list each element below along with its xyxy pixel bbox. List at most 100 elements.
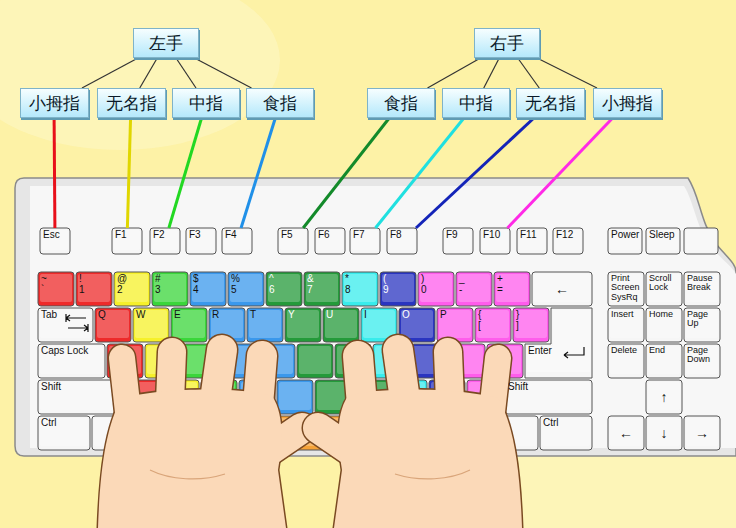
finger-leader-line [375, 118, 463, 228]
key-top [527, 310, 590, 372]
finger-leader-line [127, 118, 130, 228]
key: T [247, 308, 283, 342]
key-label: E [174, 310, 204, 321]
key-label: ~ [41, 274, 71, 285]
key: F10 [480, 228, 510, 254]
finger-box: 小拇指 [20, 88, 89, 118]
hand [98, 350, 302, 528]
key-top [477, 310, 509, 338]
key-label: Print Screen SysRq [611, 274, 641, 302]
key: Print Screen SysRq [608, 272, 644, 306]
key-shape [95, 308, 131, 342]
key-shape [505, 380, 592, 414]
key-face [608, 228, 642, 254]
key-label: { [478, 310, 508, 321]
key-shape [38, 308, 93, 342]
key-face [532, 272, 592, 306]
key-shape [222, 228, 252, 254]
key-shape [608, 344, 644, 378]
key-label: Y [288, 310, 318, 321]
key-label: _ [459, 274, 489, 285]
key: Ctrl [38, 416, 90, 450]
key-shape [475, 308, 511, 342]
key-face [684, 272, 720, 306]
key-label: P [440, 310, 470, 321]
key-label: F2 [153, 230, 177, 241]
key-label: Ctrl [41, 418, 87, 429]
key-face [684, 308, 720, 342]
key-label: Insert [611, 310, 641, 319]
finger-leader-line [241, 118, 275, 228]
key-label: @ [117, 274, 147, 285]
key-face [76, 272, 112, 306]
key-shape [304, 272, 340, 306]
key: Scroll Lock [646, 272, 682, 306]
key-label: Page Up [687, 310, 717, 329]
key-top [154, 274, 186, 302]
key-face [315, 228, 345, 254]
key: Enter [525, 344, 592, 378]
finger-leader-line [169, 118, 202, 228]
key-face [418, 272, 454, 306]
key-face [646, 380, 682, 414]
tree-line [518, 58, 540, 88]
key-shape [525, 308, 592, 378]
key-face [437, 308, 473, 342]
key-top [648, 274, 680, 302]
key-label: I [364, 310, 394, 321]
key-shape [76, 272, 112, 306]
key-shape [350, 228, 380, 254]
key-face [443, 228, 473, 254]
key: %5 [228, 272, 264, 306]
key-shape [456, 272, 492, 306]
key-top [40, 310, 91, 338]
key-label: Delete [611, 346, 641, 355]
key-shape [342, 272, 378, 306]
key-shape [494, 272, 530, 306]
key-shape [114, 272, 150, 306]
key-label: 9 [383, 285, 413, 296]
key: += [494, 272, 530, 306]
key: F9 [443, 228, 473, 254]
box-label: 无名指 [106, 89, 157, 117]
palm-outline [334, 389, 522, 528]
key-shape [480, 228, 510, 254]
finger-leader-line [507, 118, 612, 228]
key-shape [608, 416, 644, 450]
key-shape [646, 380, 682, 414]
key: Q [95, 308, 131, 342]
finger-box: 无名指 [97, 88, 166, 118]
key: Pause Break [684, 272, 720, 306]
key-shape [646, 272, 682, 306]
key-label: 1 [79, 285, 109, 296]
key-face [475, 308, 511, 342]
key-face [285, 308, 321, 342]
key-face [38, 416, 90, 450]
key-top [40, 274, 72, 302]
key-face [133, 308, 169, 342]
key-top [114, 230, 140, 250]
key: ↑ [646, 380, 682, 414]
key-shape [190, 272, 226, 306]
key-label: Home [649, 310, 679, 319]
key: #3 [152, 272, 188, 306]
key-top [610, 346, 642, 374]
key-label: ← [555, 282, 569, 297]
key: F2 [150, 228, 180, 254]
key-top [686, 274, 718, 302]
key-shape [112, 228, 142, 254]
key-top [287, 310, 319, 338]
key-face [171, 308, 207, 342]
key: Ctrl [540, 416, 592, 450]
key-face [684, 416, 720, 450]
key-face [646, 308, 682, 342]
key-label: Tab [41, 310, 90, 321]
key-face [186, 228, 216, 254]
key-top [648, 382, 680, 410]
key-label: 3 [155, 285, 185, 296]
key-face [95, 308, 131, 342]
key-label: F5 [281, 230, 305, 241]
key-label: Q [98, 310, 128, 321]
key-top [534, 274, 590, 302]
